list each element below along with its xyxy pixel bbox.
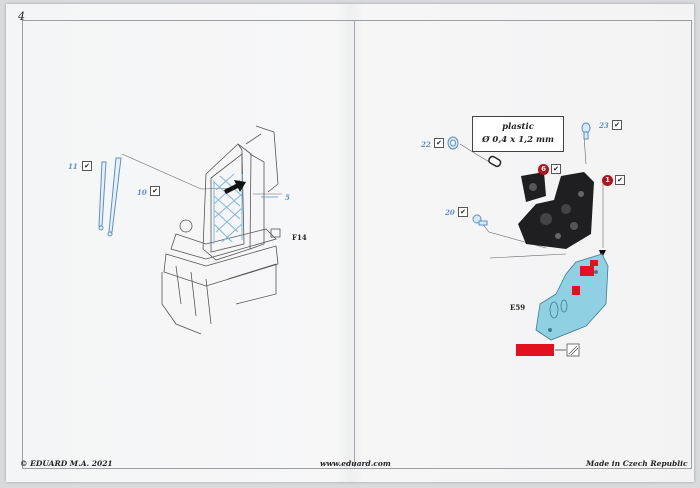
check-box-22[interactable]: ✔ — [434, 138, 444, 148]
lens-part-22 — [447, 136, 459, 150]
page-frame — [22, 20, 692, 469]
footer-origin: Made in Czech Republic — [586, 459, 688, 468]
belt-part-10 — [107, 157, 122, 237]
center-fold — [354, 20, 355, 467]
plastic-note-box: plastic Ø 0,4 x 1,2 mm — [472, 116, 564, 152]
part-label-f14: F14 — [292, 233, 307, 242]
callout-badge-1: 1 — [602, 175, 613, 186]
seat-assembly-drawing — [98, 122, 609, 357]
check-box-6[interactable]: ✔ — [551, 164, 561, 174]
check-box-20[interactable]: ✔ — [458, 207, 468, 217]
check-box-23[interactable]: ✔ — [612, 120, 622, 130]
instrument-panel-part-1 — [518, 172, 594, 249]
instruction-sheet: 4 — [6, 4, 694, 482]
callout-22: 22 — [421, 140, 431, 149]
callout-20: 20 — [445, 208, 455, 217]
footer-copyright: © EDUARD M.A. 2021 — [20, 459, 113, 468]
check-box-1[interactable]: ✔ — [615, 175, 625, 185]
check-box-11[interactable]: ✔ — [82, 161, 92, 171]
callout-23: 23 — [599, 121, 609, 130]
gauge-part-6 — [521, 172, 546, 202]
callout-5: 5 — [285, 193, 290, 202]
seat-frame — [161, 125, 281, 335]
callout-10: 10 — [137, 188, 147, 197]
note-dimensions: Ø 0,4 x 1,2 mm — [482, 135, 554, 145]
side-panel-e59 — [535, 253, 609, 341]
knob-part-23 — [581, 122, 591, 140]
knob-part-20 — [472, 214, 488, 226]
note-material: plastic — [502, 122, 534, 132]
footer-website[interactable]: www.eduard.com — [320, 459, 391, 468]
callout-badge-6: 6 — [538, 164, 549, 175]
callout-11: 11 — [68, 162, 78, 171]
check-box-10[interactable]: ✔ — [150, 186, 160, 196]
part-label-e59: E59 — [510, 303, 526, 312]
belt-part-11 — [98, 161, 107, 231]
page-number: 4 — [18, 10, 25, 23]
